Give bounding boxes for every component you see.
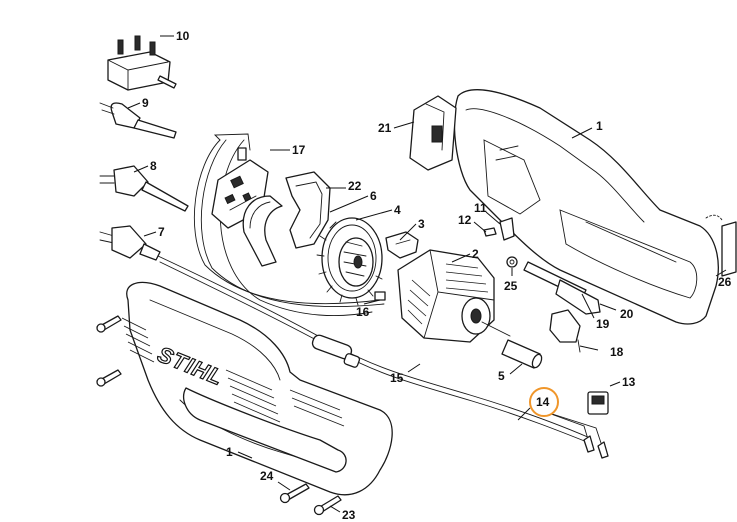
cable-15-drawing: [157, 255, 593, 445]
part-label-14: 14: [536, 395, 550, 409]
air-guide-6-drawing: [242, 195, 283, 267]
housing-upper-1-drawing: [453, 89, 719, 325]
leader-lines: [127, 35, 727, 513]
part-label-26: 26: [718, 275, 732, 289]
part-label-10: 10: [176, 29, 190, 43]
part-label-9: 9: [142, 96, 149, 110]
part-label-12: 12: [458, 213, 472, 227]
shaft-sleeve-5-drawing: [501, 339, 543, 369]
part-label-4: 4: [394, 203, 401, 217]
bracket-21-drawing: [409, 95, 457, 171]
housing-vent-grille-left: [121, 317, 155, 363]
switch-13-drawing: [587, 391, 609, 415]
part-label-19: 19: [596, 317, 610, 331]
air-guide-22-drawing: [285, 171, 331, 249]
part-label-1-lower: 1: [226, 445, 233, 459]
part-label-23: 23: [342, 508, 356, 522]
part-label-17: 17: [292, 143, 306, 157]
part-label-7: 7: [158, 225, 165, 239]
housing-lower-1-drawing: STIHL: [121, 281, 393, 496]
part-labels: 10 9 8 7 17 22 6 4 3 2 16 15 5 14 13 21 …: [142, 29, 732, 522]
motor-winding-hatch: [407, 263, 489, 325]
part-label-21: 21: [378, 121, 392, 135]
part-label-20: 20: [620, 307, 634, 321]
euro-plug-drawing-9: [99, 102, 177, 139]
part-label-1-upper: 1: [596, 119, 603, 133]
connecting-cable-14-drawing: [539, 409, 609, 459]
part-label-5: 5: [498, 369, 505, 383]
screws-drawing: [96, 315, 342, 516]
part-label-24: 24: [260, 469, 274, 483]
part-label-15: 15: [390, 371, 404, 385]
highlight-ring: [529, 387, 559, 417]
uk-plug-drawing: [107, 35, 177, 91]
part-label-13: 13: [622, 375, 636, 389]
plug-drawing-7: [99, 225, 161, 261]
part-label-16: 16: [356, 305, 370, 319]
part-label-18: 18: [610, 345, 624, 359]
housing-vent-grille-right: [225, 369, 345, 427]
part-label-8: 8: [150, 159, 157, 173]
part-label-11: 11: [474, 201, 487, 215]
part-label-25: 25: [504, 279, 518, 293]
brush-holder-3-drawing: [385, 231, 419, 259]
part-label-3: 3: [418, 217, 425, 231]
euro-plug-drawing-8: [99, 165, 189, 212]
part-label-6: 6: [370, 189, 377, 203]
fan-4-drawing: [316, 217, 383, 306]
small-parts-drawing: [483, 214, 737, 353]
motor-2-drawing: [397, 249, 511, 343]
part-label-2: 2: [472, 247, 479, 261]
part-label-22: 22: [348, 179, 362, 193]
